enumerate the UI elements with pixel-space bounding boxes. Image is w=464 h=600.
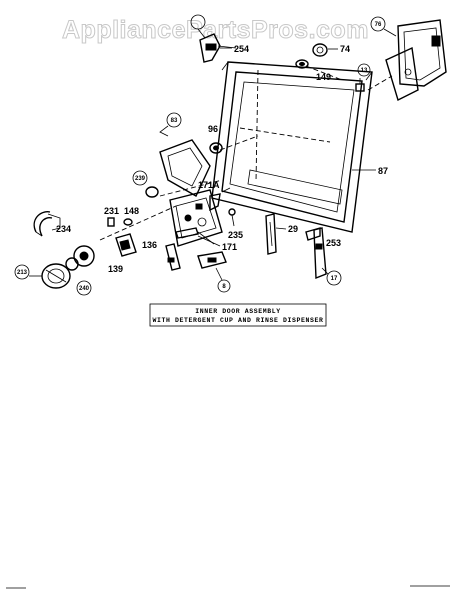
svg-text:83: 83 bbox=[171, 118, 178, 124]
callout-240: 240 bbox=[76, 280, 92, 296]
caption-line-2: WITH DETERGENT CUP AND RINSE DISPENSER bbox=[152, 317, 323, 324]
callout-76: 76 bbox=[370, 16, 397, 37]
callout-13: 13 bbox=[357, 63, 371, 77]
part-13-bolt bbox=[355, 78, 365, 92]
part-96-grommet bbox=[209, 142, 223, 154]
part-rinse-cap bbox=[41, 263, 71, 289]
label-139: 139 bbox=[108, 264, 123, 274]
door-panel bbox=[211, 61, 373, 233]
part-136-lever bbox=[165, 243, 181, 271]
part-234-strap bbox=[33, 211, 53, 237]
svg-text:239: 239 bbox=[135, 176, 146, 182]
svg-text:17: 17 bbox=[331, 276, 338, 282]
part-29-bracket bbox=[265, 213, 277, 255]
svg-text:76: 76 bbox=[375, 22, 382, 28]
part-ring-gear bbox=[65, 245, 95, 271]
label-171: 171 bbox=[222, 242, 237, 252]
label-231: 231 bbox=[104, 206, 119, 216]
label-148: 148 bbox=[124, 206, 139, 216]
svg-text:213: 213 bbox=[17, 270, 28, 276]
detergent-cup bbox=[159, 139, 211, 197]
part-8-latch bbox=[197, 251, 227, 269]
right-hinge-assembly bbox=[385, 19, 447, 101]
callout-17: 17 bbox=[321, 267, 342, 286]
part-239-cap bbox=[145, 186, 159, 198]
dispenser-body bbox=[169, 189, 223, 247]
label-234: 234 bbox=[56, 224, 71, 234]
part-231 bbox=[107, 217, 115, 227]
svg-text:240: 240 bbox=[79, 286, 90, 292]
callout-239: 239 bbox=[132, 170, 148, 186]
label-136: 136 bbox=[142, 240, 157, 250]
hinge-bracket-part bbox=[199, 33, 237, 63]
part-171a-clip bbox=[209, 187, 231, 212]
label-96: 96 bbox=[208, 124, 218, 134]
label-171a: 171A bbox=[198, 180, 220, 190]
label-74: 74 bbox=[340, 44, 350, 54]
callout-213: 213 bbox=[14, 264, 42, 280]
label-149: 149 bbox=[316, 72, 331, 82]
svg-text:13: 13 bbox=[361, 68, 368, 74]
label-87: 87 bbox=[378, 166, 388, 176]
caption-box: INNER DOOR ASSEMBLY WITH DETERGENT CUP A… bbox=[149, 303, 327, 327]
caption-line-1: INNER DOOR ASSEMBLY bbox=[195, 308, 281, 315]
callout-8: 8 bbox=[215, 267, 231, 293]
label-253: 253 bbox=[326, 238, 341, 248]
label-235: 235 bbox=[228, 230, 243, 240]
label-29: 29 bbox=[288, 224, 298, 234]
part-235-spring bbox=[228, 208, 236, 227]
callout-top bbox=[190, 14, 206, 39]
part-148 bbox=[123, 218, 133, 226]
part-253-hinge-arm bbox=[305, 227, 327, 280]
part-74-gear bbox=[312, 43, 328, 57]
part-139-actuator bbox=[115, 233, 137, 257]
watermark: AppliancePartsPros.com bbox=[62, 16, 369, 44]
callout-83: 83 bbox=[159, 112, 182, 137]
label-254: 254 bbox=[234, 44, 249, 54]
svg-text:8: 8 bbox=[222, 284, 226, 290]
part-149 bbox=[295, 59, 309, 69]
